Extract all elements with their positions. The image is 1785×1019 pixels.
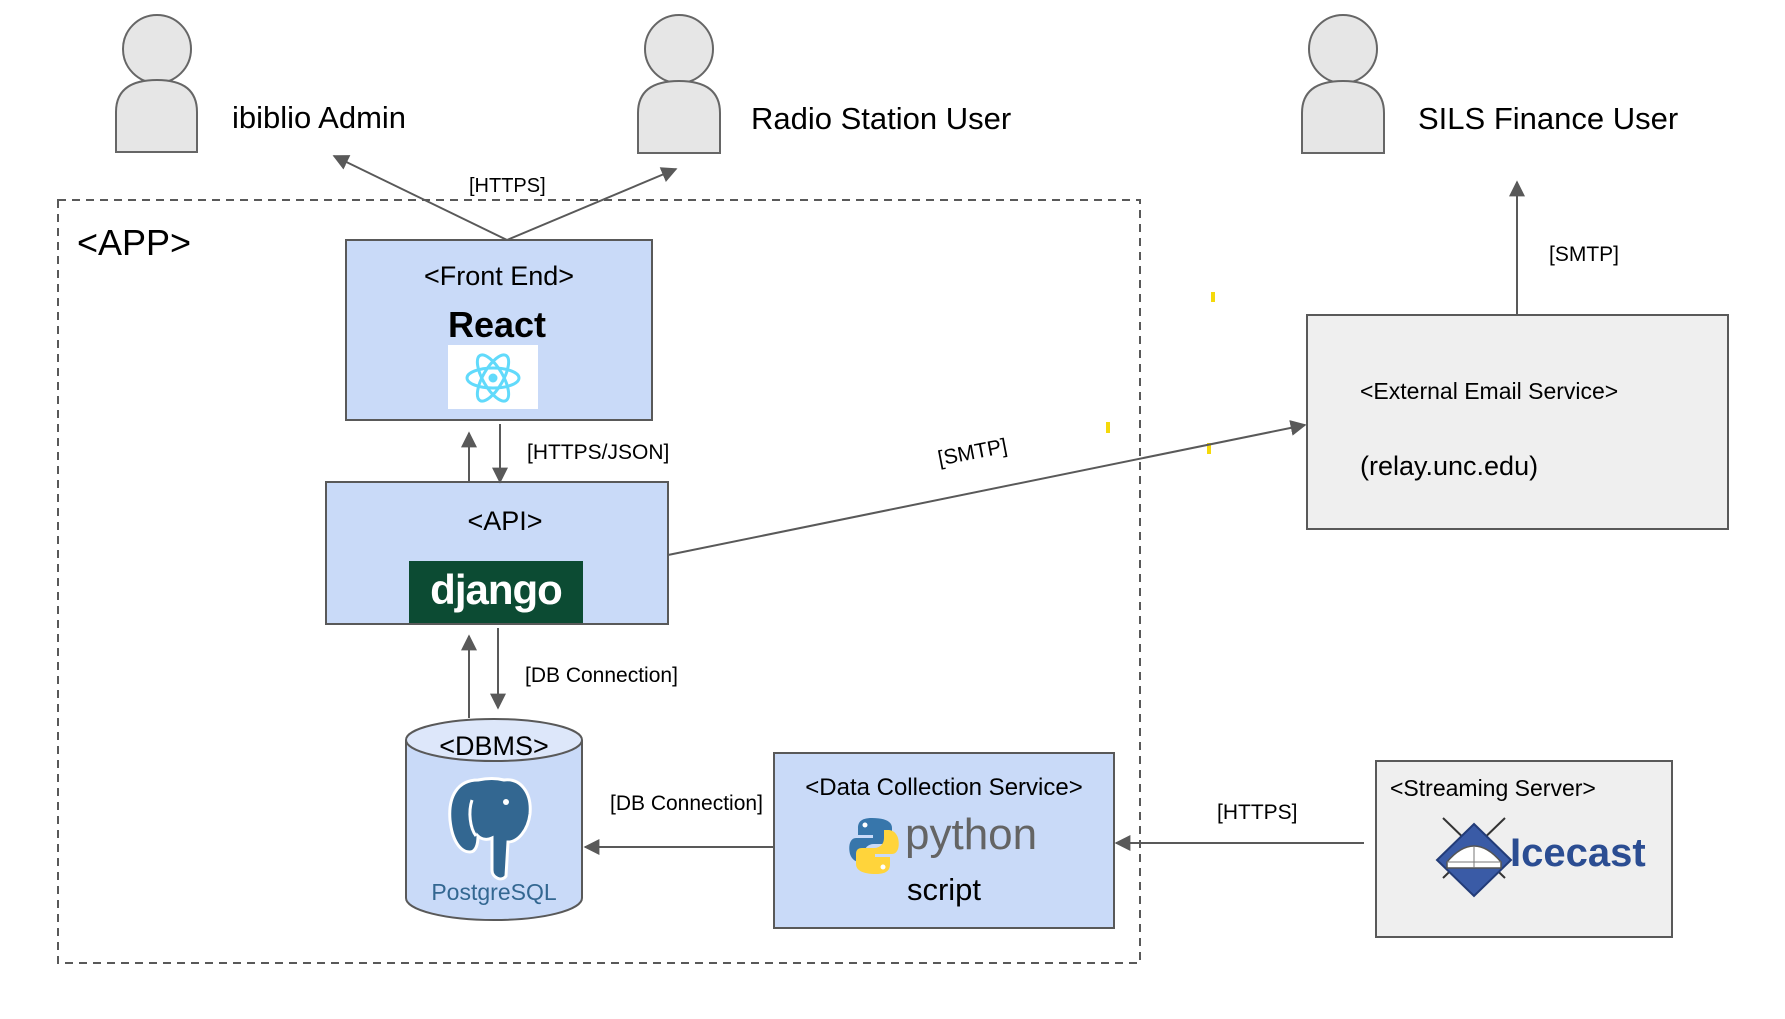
actor-label-sils-finance-user: SILS Finance User (1418, 101, 1679, 136)
postgresql-logo-text: PostgreSQL (431, 879, 557, 905)
edge-api-to-email (667, 420, 1307, 556)
data-collection-sub: script (906, 872, 982, 907)
email-service-box[interactable] (1306, 314, 1729, 530)
email-service-title: <External Email Service> (1360, 378, 1619, 404)
django-logo (409, 561, 583, 623)
actor-ibiblio-admin-icon (115, 14, 198, 153)
edge-label-stream-script: [HTTPS] (1217, 801, 1298, 824)
app-boundary (57, 199, 1141, 964)
data-collection-box[interactable] (773, 752, 1115, 929)
app-boundary-label: <APP> (77, 222, 192, 263)
postgresql-elephant-icon (448, 777, 532, 881)
yellow-mark (1106, 422, 1110, 433)
email-service-host: (relay.unc.edu) (1360, 451, 1539, 481)
edge-label-api-db: [DB Connection] (525, 664, 678, 687)
frontend-tech: React (447, 304, 547, 345)
streaming-server-title: <Streaming Server> (1390, 775, 1596, 801)
edge-label-users-https: [HTTPS] (469, 175, 546, 197)
actor-label-radio-station-user: Radio Station User (751, 101, 1012, 136)
actor-sils-finance-user-icon (1301, 14, 1385, 154)
edge-label-fe-api: [HTTPS/JSON] (527, 441, 670, 464)
yellow-mark (1211, 292, 1215, 302)
api-title: <API> (467, 506, 543, 536)
icecast-logo-icon (1435, 817, 1513, 898)
icecast-logo-text: Icecast (1510, 831, 1646, 875)
django-logo-text: django (430, 566, 563, 613)
edge-frontend-to-admin (332, 155, 508, 241)
edge-label-script-db: [DB Connection] (610, 792, 763, 815)
yellow-mark (1207, 443, 1211, 454)
react-atom-icon (448, 345, 538, 409)
frontend-box[interactable] (345, 239, 653, 421)
dbms-title: <DBMS> (439, 731, 549, 761)
python-logo-icon (849, 818, 899, 874)
frontend-title: <Front End> (423, 261, 575, 291)
python-logo-text: python (905, 810, 1038, 859)
streaming-server-box[interactable] (1375, 760, 1673, 938)
actor-label-ibiblio-admin: ibiblio Admin (232, 100, 407, 135)
actor-radio-station-user-icon (637, 14, 721, 154)
data-collection-title: <Data Collection Service> (805, 774, 1083, 801)
edge-frontend-to-radio (506, 167, 678, 241)
edge-label-email-user: [SMTP] (1549, 243, 1620, 266)
